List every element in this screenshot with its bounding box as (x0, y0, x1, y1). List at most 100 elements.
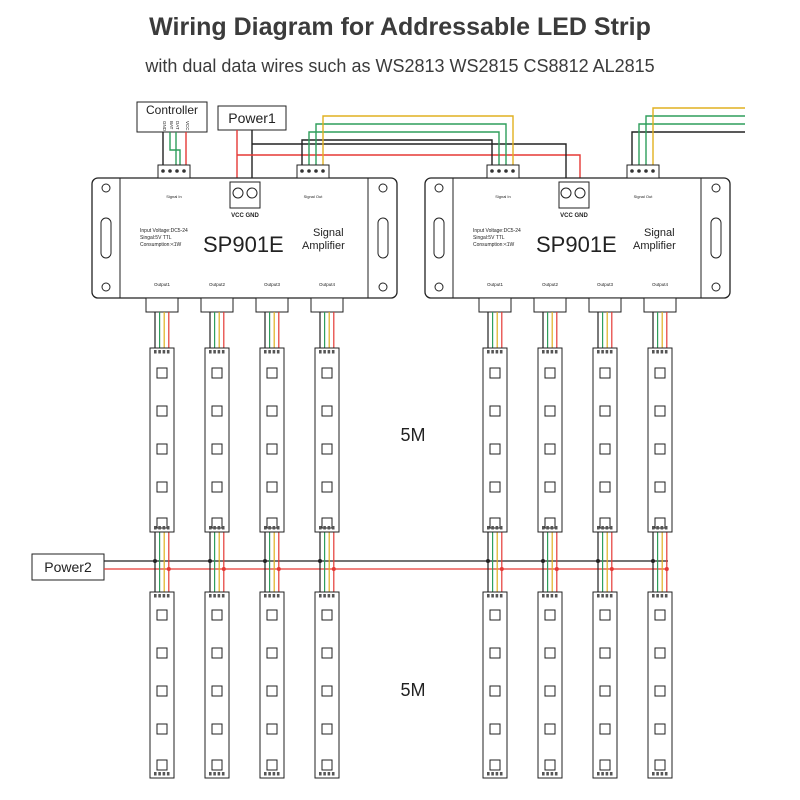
solder-pad (166, 350, 170, 354)
solder-pad (542, 526, 545, 530)
amp1-screw-hole (101, 183, 111, 193)
solder-pad (331, 526, 335, 530)
led-strip-top (482, 347, 508, 533)
solder-pad (550, 526, 554, 530)
amp1-name-line1: Signal (313, 227, 344, 239)
led-strip-top (647, 347, 673, 533)
controller-pin-dat: DAT (175, 121, 180, 130)
power1-box (217, 105, 287, 131)
solder-pad (597, 772, 600, 776)
amp1-output2-connector (200, 297, 234, 313)
led-chip (266, 609, 278, 621)
amp2-body (424, 177, 731, 299)
led-chip (654, 443, 666, 455)
led-chip (654, 609, 666, 621)
top-wiring (162, 107, 745, 183)
led-chip (211, 367, 223, 379)
solder-pad (319, 526, 322, 530)
led-chip (321, 367, 333, 379)
power1-vcc-bus (237, 154, 581, 183)
led-strip-bottom (592, 591, 618, 779)
solder-pad (264, 772, 267, 776)
solder-pad (597, 526, 600, 530)
solder-pad (217, 350, 221, 354)
power1-gnd-bus (252, 143, 567, 183)
led-strip-bottom (647, 591, 673, 779)
solder-pad (554, 350, 558, 354)
solder-pad (487, 526, 490, 530)
led-strip-top (592, 347, 618, 533)
amp2-signal-in-connector (486, 164, 520, 179)
solder-pad (162, 772, 166, 776)
solder-pad (331, 594, 335, 598)
out-gnd (631, 131, 745, 165)
led-chip (266, 517, 278, 529)
bus-junction (331, 567, 336, 571)
led-chip (211, 517, 223, 529)
led-chip (321, 405, 333, 417)
amp2-signal-out-connector (626, 164, 660, 179)
led-chip (156, 609, 168, 621)
amp1-output2-label: Output2 (209, 282, 226, 287)
led-chip (266, 481, 278, 493)
controller-box (136, 101, 208, 133)
solder-pad (546, 350, 549, 354)
amp2-model: SP901E (536, 232, 617, 257)
solder-pad (272, 594, 276, 598)
led-strip-bottom (259, 591, 285, 779)
amp2-spec-1: Input Voltage:DC5-24 (473, 228, 521, 234)
led-chip (321, 759, 333, 771)
solder-pad (499, 594, 503, 598)
diagram-title: Wiring Diagram for Addressable LED Strip (149, 13, 651, 41)
led-strip-top (149, 347, 175, 533)
solder-pad (323, 526, 326, 530)
led-chip (156, 443, 168, 455)
solder-pad (652, 350, 655, 354)
solder-pad (550, 594, 554, 598)
solder-pad (491, 526, 494, 530)
solder-pad (656, 772, 659, 776)
led-chip (599, 367, 611, 379)
solder-pad (319, 350, 322, 354)
solder-pad (554, 772, 558, 776)
led-strips (149, 312, 673, 779)
bus-junction (596, 559, 600, 563)
solder-pad (166, 594, 170, 598)
led-chip (489, 647, 501, 659)
led-strip-top (204, 347, 230, 533)
led-chip (156, 405, 168, 417)
led-chip (599, 723, 611, 735)
solder-pad (154, 526, 157, 530)
amp1-output1-label: Output1 (154, 282, 171, 287)
amp2-power-label: VCC GND (560, 213, 588, 219)
link-dat (315, 123, 507, 165)
led-chip (211, 647, 223, 659)
led-chip (654, 405, 666, 417)
solder-pad (656, 350, 659, 354)
led-strip-bottom (482, 591, 508, 779)
solder-pad (664, 350, 668, 354)
solder-pad (605, 350, 609, 354)
solder-pad (499, 350, 503, 354)
led-chip (544, 759, 556, 771)
solder-pad (652, 594, 655, 598)
amp2-output1-connector (478, 297, 512, 313)
amp2-screw-hole (434, 282, 444, 292)
led-chip (544, 481, 556, 493)
led-chip (544, 443, 556, 455)
bus-junction (499, 567, 504, 571)
amp2-output4-label: Output4 (652, 282, 669, 287)
led-chip (599, 481, 611, 493)
solder-pad (601, 594, 604, 598)
solder-pad (609, 350, 613, 354)
amp2-spec-3: Consumption:<1W (473, 242, 515, 248)
solder-pad (209, 594, 212, 598)
solder-pad (166, 526, 170, 530)
solder-pad (546, 772, 549, 776)
amp1-spec-3: Consumption:<1W (140, 242, 182, 248)
led-chip (599, 405, 611, 417)
bus-junction (221, 567, 226, 571)
bus-junction (664, 567, 669, 571)
solder-pad (268, 526, 271, 530)
solder-pad (268, 350, 271, 354)
